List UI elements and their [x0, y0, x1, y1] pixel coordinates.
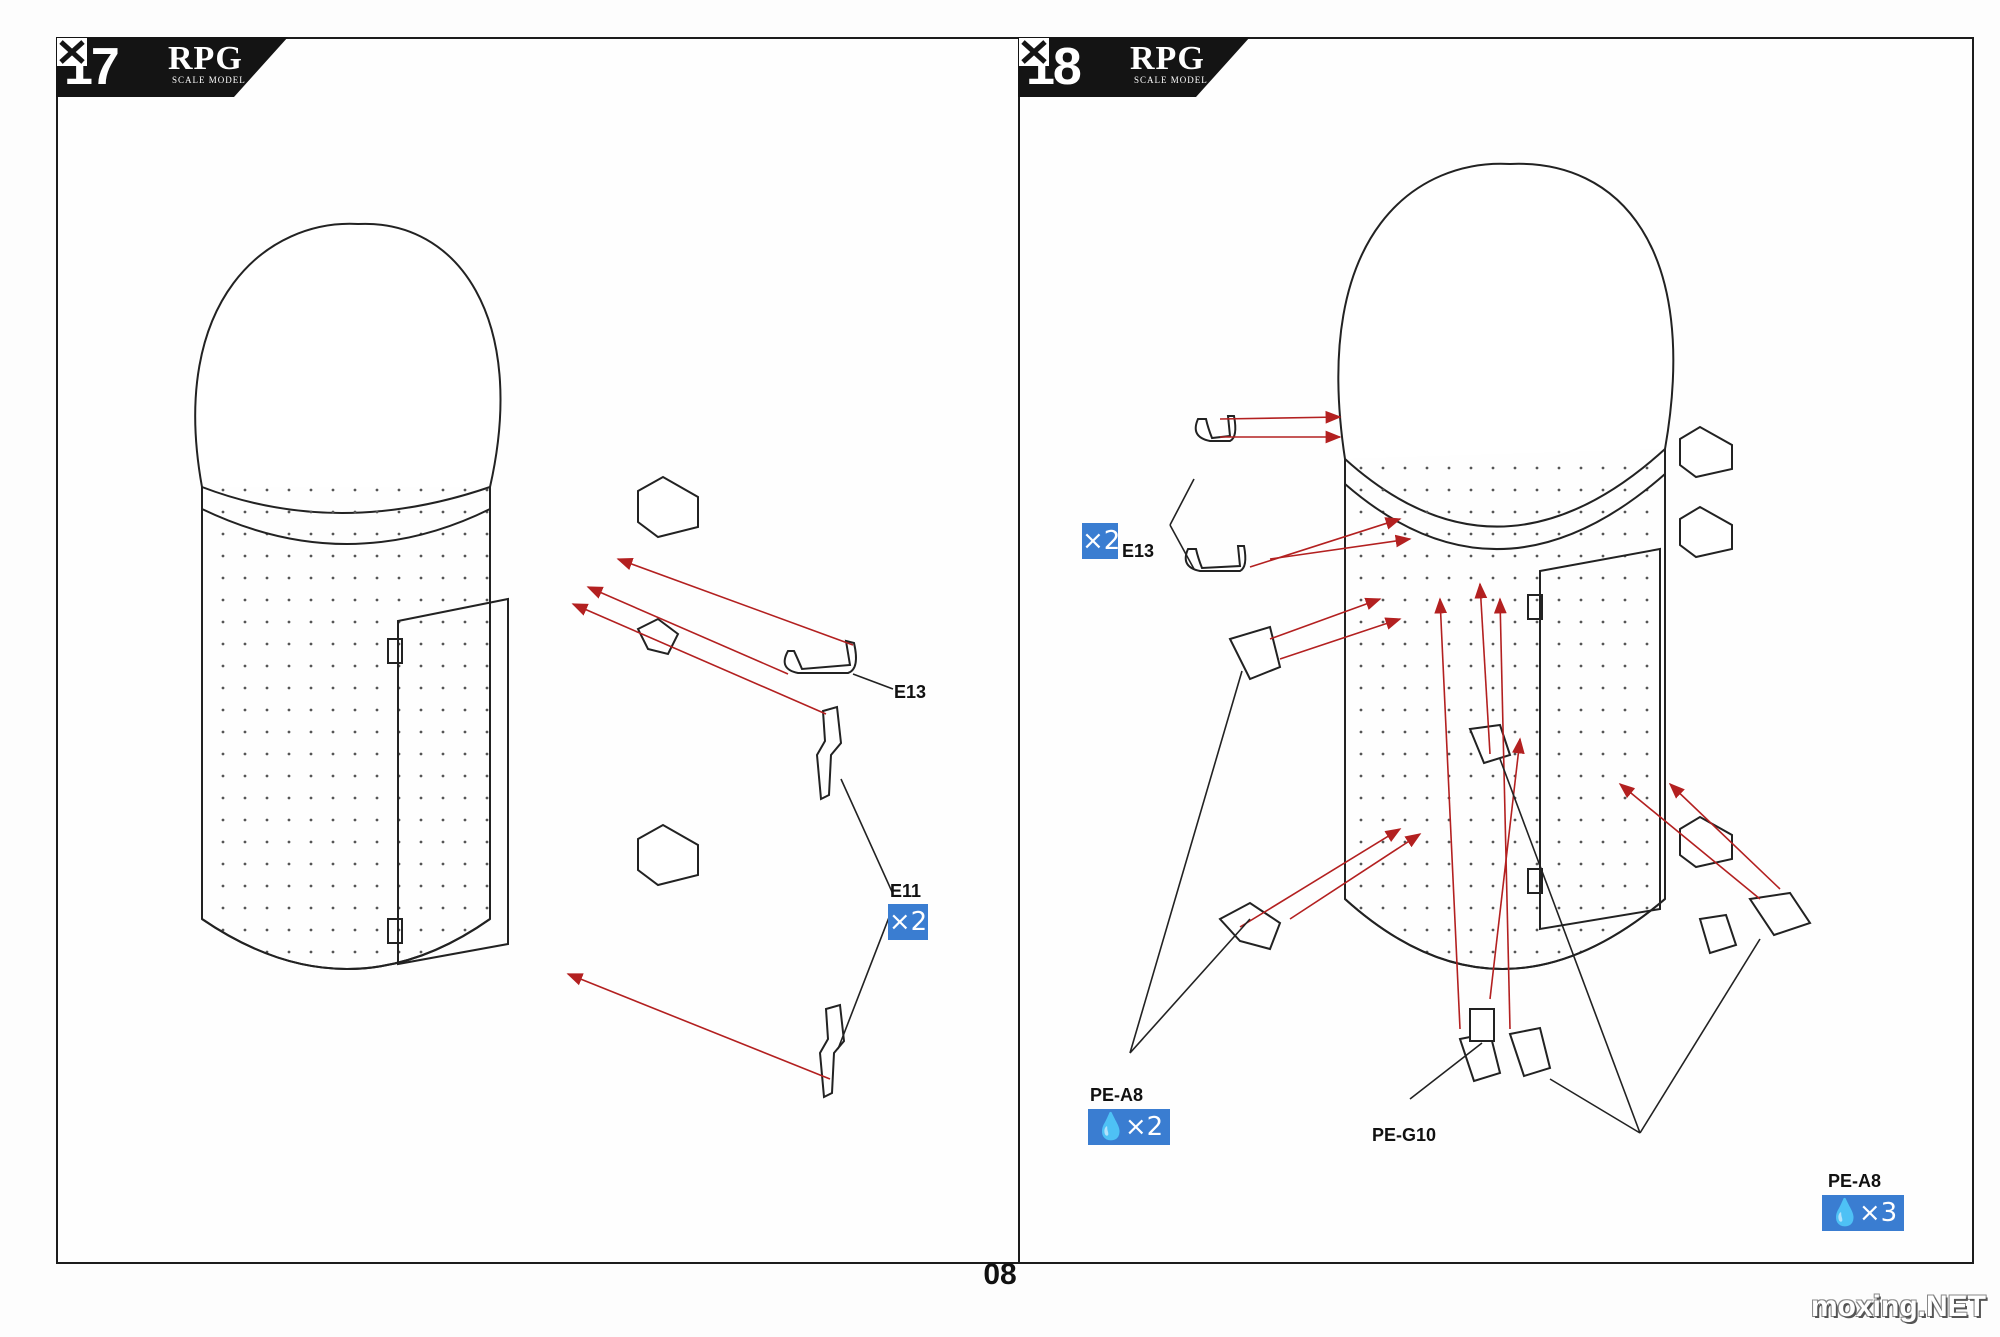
header-banner-shape	[56, 37, 288, 97]
step-17-header: 17 RPG SCALE MODEL	[56, 37, 288, 97]
cement-drop-icon: 💧	[1094, 1112, 1128, 1142]
part-label-e11: E11	[890, 881, 922, 901]
qty-badge-e13: ×2	[1082, 523, 1120, 559]
part-e13-drawings	[1184, 415, 1247, 572]
part-label-e13: E13	[1122, 541, 1155, 561]
step-18-panel: 18 RPG SCALE MODEL	[1018, 37, 1974, 1264]
leader-lines	[837, 673, 894, 1050]
leader-lines	[1129, 478, 1761, 1134]
assembly-arrows	[1219, 410, 1781, 1030]
part-label-pe-a8-left: PE-A8	[1090, 1085, 1144, 1105]
brand-logo: RPG	[168, 40, 243, 77]
part-label-pe-g10: PE-G10	[1372, 1125, 1437, 1145]
brand-logo: RPG	[1130, 40, 1205, 77]
watermark: moxing.NET	[1810, 1290, 1986, 1323]
qty-badge-pe-a8-left: 💧×2	[1088, 1109, 1170, 1145]
x-cross-logo-icon	[1019, 38, 1049, 66]
step-18-drawing	[1129, 162, 1812, 1134]
brand-subtitle: SCALE MODEL	[1134, 75, 1208, 85]
part-e11-drawing	[815, 705, 846, 1099]
x-cross-logo-icon	[57, 38, 87, 66]
part-label-pe-a8-right: PE-A8	[1828, 1171, 1882, 1191]
part-pe-g10-drawing	[1469, 1008, 1495, 1042]
brand-subtitle: SCALE MODEL	[172, 75, 246, 85]
step-17-drawing	[194, 222, 894, 1099]
assembly-arrows	[566, 557, 854, 1080]
step-18-header: 18 RPG SCALE MODEL	[1018, 37, 1250, 97]
turret-cylinder	[1337, 162, 1733, 970]
part-label-e13: E13	[894, 682, 927, 702]
step-17-panel: 17 RPG SCALE MODEL	[56, 37, 1020, 1264]
header-banner-shape	[1018, 37, 1250, 97]
cement-drop-icon: 💧	[1828, 1198, 1862, 1228]
qty-badge-pe-a8-right: 💧×3	[1822, 1195, 1904, 1231]
part-pe-a8-drawings	[1218, 625, 1812, 1083]
qty-badge-e11: ×2	[888, 904, 928, 940]
part-e13-drawing	[783, 639, 857, 674]
page-number: 08	[983, 1258, 1017, 1291]
turret-cylinder	[194, 222, 699, 970]
